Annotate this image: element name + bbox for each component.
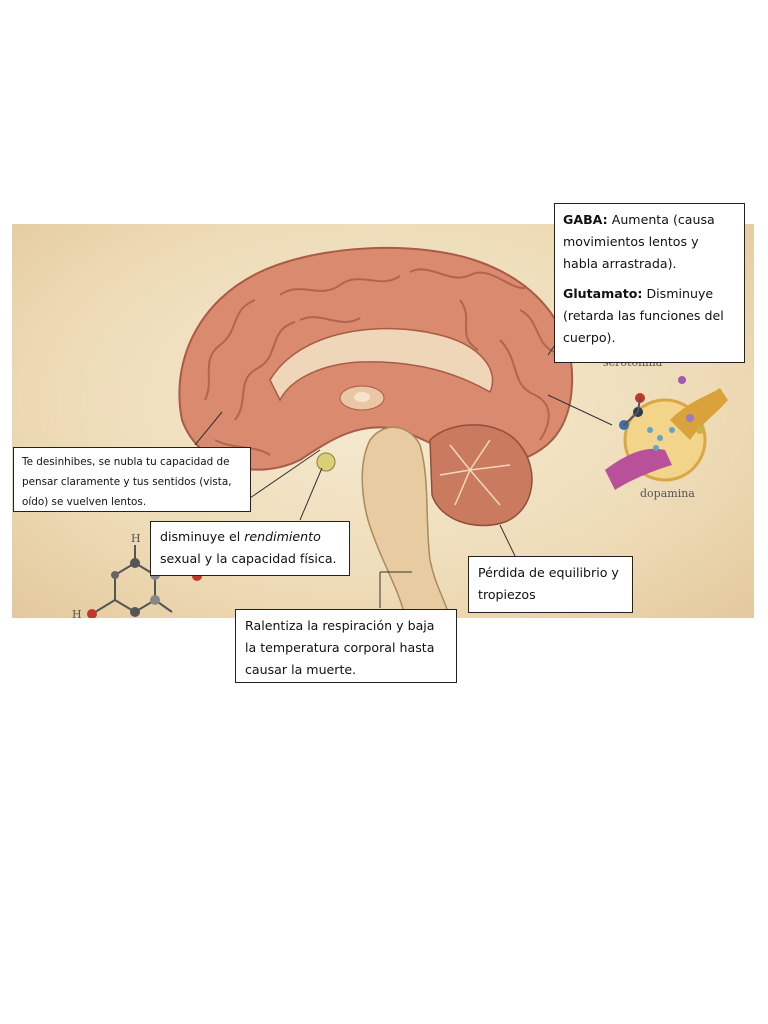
glutamato-text: Disminuye (retarda las funciones del cue… bbox=[563, 286, 724, 345]
callout-respiracion: Ralentiza la respiración y baja la tempe… bbox=[235, 609, 457, 683]
gaba-term: GABA: bbox=[563, 212, 608, 227]
hydrogen-label-top: H bbox=[131, 532, 141, 545]
callout-equilibrio: Pérdida de equilibrio y tropiezos bbox=[468, 556, 633, 613]
glutamato-line: Glutamato: Disminuye (retarda las funcio… bbox=[563, 283, 736, 349]
cerebellum bbox=[429, 424, 533, 527]
corpus-callosum bbox=[269, 327, 494, 402]
gaba-text: Aumenta (causa movimientos lentos y habl… bbox=[563, 212, 715, 271]
dopamina-label: dopamina bbox=[640, 487, 695, 500]
brainstem bbox=[361, 426, 451, 618]
callout-desinhibes: Te desinhibes, se nubla tu capacidad de … bbox=[13, 447, 251, 512]
desinhibes-text: Te desinhibes, se nubla tu capacidad de … bbox=[22, 456, 232, 508]
hydrogen-label-bottom: H bbox=[72, 608, 82, 621]
respiracion-text: Ralentiza la respiración y baja la tempe… bbox=[245, 618, 435, 677]
equilibrio-text: Pérdida de equilibrio y tropiezos bbox=[478, 565, 619, 602]
callout-gaba-glutamato: GABA: Aumenta (causa movimientos lentos … bbox=[554, 203, 745, 363]
rendimiento-before: disminuye el bbox=[160, 529, 245, 544]
rendimiento-after: sexual y la capacidad física. bbox=[160, 551, 337, 566]
glutamato-term: Glutamato: bbox=[563, 286, 643, 301]
callout-rendimiento: disminuye el rendimiento sexual y la cap… bbox=[150, 521, 350, 576]
gaba-line: GABA: Aumenta (causa movimientos lentos … bbox=[563, 209, 736, 275]
rendimiento-emphasis: rendimiento bbox=[244, 529, 321, 544]
synapse-illustration: serotonina dopamina bbox=[603, 356, 728, 500]
rendimiento-text: disminuye el rendimiento sexual y la cap… bbox=[160, 526, 340, 570]
